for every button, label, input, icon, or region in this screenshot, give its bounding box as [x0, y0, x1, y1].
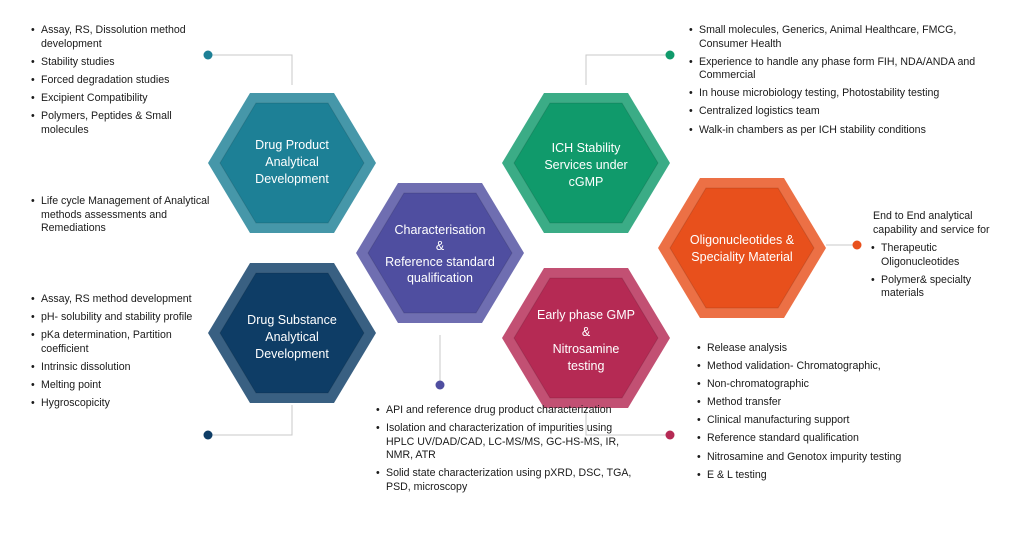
list-item: Small molecules, Generics, Animal Health…	[689, 24, 989, 51]
drug-product-capabilities: Assay, RS, Dissolution method developmen…	[31, 24, 206, 142]
hexagon-label-line: Services under	[544, 158, 627, 172]
connector-dot	[852, 240, 862, 250]
hexagon-label-line: cGMP	[569, 175, 604, 189]
hexagon-label-line: ICH Stability	[552, 141, 622, 155]
list-item: pKa determination, Partition coefficient	[31, 329, 211, 356]
hexagon-drug-substance: Drug Substance Analytical Development	[208, 263, 376, 403]
hexagon-oligonucleotides: Oligonucleotides & Speciality Material	[658, 178, 826, 318]
oligonucleotides-intro: End to End analytical capability and ser…	[873, 210, 990, 236]
hexagon-label-line: Drug Substance	[247, 313, 337, 327]
list-item: Life cycle Management of Analytical meth…	[31, 195, 216, 236]
connector-drug-substance	[208, 405, 293, 436]
hexagon-label-line: Analytical	[265, 330, 319, 344]
list-item: Excipient Compatibility	[31, 92, 206, 106]
list-item: Method validation- Chromatographic,	[697, 360, 927, 374]
list-item: pH- solubility and stability profile	[31, 311, 211, 325]
list-item: Walk-in chambers as per ICH stability co…	[689, 124, 989, 138]
hexagon-drug-product: Drug Product Analytical Development	[208, 93, 376, 233]
list-item: Centralized logistics team	[689, 105, 989, 119]
hexagon-label-line: Nitrosamine	[553, 342, 620, 356]
list-item: Intrinsic dissolution	[31, 361, 211, 375]
hexagon-characterisation: Characterisation & Reference standard qu…	[356, 183, 524, 323]
hexagon-label-line: Development	[255, 172, 329, 186]
hexagon-label-line: Early phase GMP	[537, 308, 635, 322]
list-item: Non-chromatographic	[697, 378, 927, 392]
connector-dot	[665, 430, 675, 440]
list-item: Method transfer	[697, 396, 927, 410]
connector-drug-product	[208, 54, 293, 85]
list-item: Therapeutic Oligonucleotides	[871, 242, 1011, 269]
list-item: Assay, RS, Dissolution method developmen…	[31, 24, 206, 51]
connector-ich-stability	[585, 54, 670, 85]
list-item: Experience to handle any phase form FIH,…	[689, 56, 989, 83]
hexagon-label-line: Development	[255, 347, 329, 361]
list-item: Stability studies	[31, 56, 206, 70]
list-item: Nitrosamine and Genotox impurity testing	[697, 451, 927, 465]
list-item: Solid state characterization using pXRD,…	[376, 467, 641, 494]
list-item: Assay, RS method development	[31, 293, 211, 307]
hexagon-label-line: Drug Product	[255, 138, 329, 152]
drug-substance-capabilities: Assay, RS method development pH- solubil…	[31, 293, 211, 415]
hexagon-label-line: qualification	[407, 271, 473, 285]
list-item: In house microbiology testing, Photostab…	[689, 87, 989, 101]
list-item: Forced degradation studies	[31, 74, 206, 88]
early-phase-capabilities: Release analysis Method validation- Chro…	[697, 342, 927, 487]
list-item: Hygroscopicity	[31, 397, 211, 411]
list-item: Clinical manufacturing support	[697, 414, 927, 428]
ich-stability-capabilities: Small molecules, Generics, Animal Health…	[689, 24, 989, 142]
hexagon-label-line: &	[436, 239, 445, 253]
list-item: Melting point	[31, 379, 211, 393]
hexagon-label-line: Speciality Material	[691, 250, 792, 264]
connector-dot	[665, 50, 675, 60]
hexagon-label-line: Analytical	[265, 155, 319, 169]
hexagon-label-line: &	[582, 325, 591, 339]
list-item: E & L testing	[697, 469, 927, 483]
list-item: Reference standard qualification	[697, 432, 927, 446]
hexagon-label-line: Oligonucleotides &	[690, 233, 795, 247]
hexagon-label-line: Characterisation	[394, 223, 485, 237]
hexagon-label-line: Reference standard	[385, 255, 495, 269]
connector-dot	[435, 380, 445, 390]
oligonucleotides-capabilities: Therapeutic Oligonucleotides Polymer& sp…	[871, 242, 1011, 305]
list-item: Release analysis	[697, 342, 927, 356]
list-item: API and reference drug product character…	[376, 404, 641, 418]
list-item: Polymer& specialty materials	[871, 274, 1011, 301]
list-item: Polymers, Peptides & Small molecules	[31, 110, 206, 137]
connector-dot	[203, 430, 213, 440]
hexagon-ich-stability: ICH Stability Services under cGMP	[502, 93, 670, 233]
lifecycle-capabilities: Life cycle Management of Analytical meth…	[31, 195, 216, 240]
hexagon-early-phase: Early phase GMP & Nitrosamine testing	[502, 268, 670, 408]
hexagon-label-line: testing	[568, 359, 605, 373]
list-item: Isolation and characterization of impuri…	[376, 422, 641, 463]
characterisation-capabilities: API and reference drug product character…	[376, 404, 641, 499]
